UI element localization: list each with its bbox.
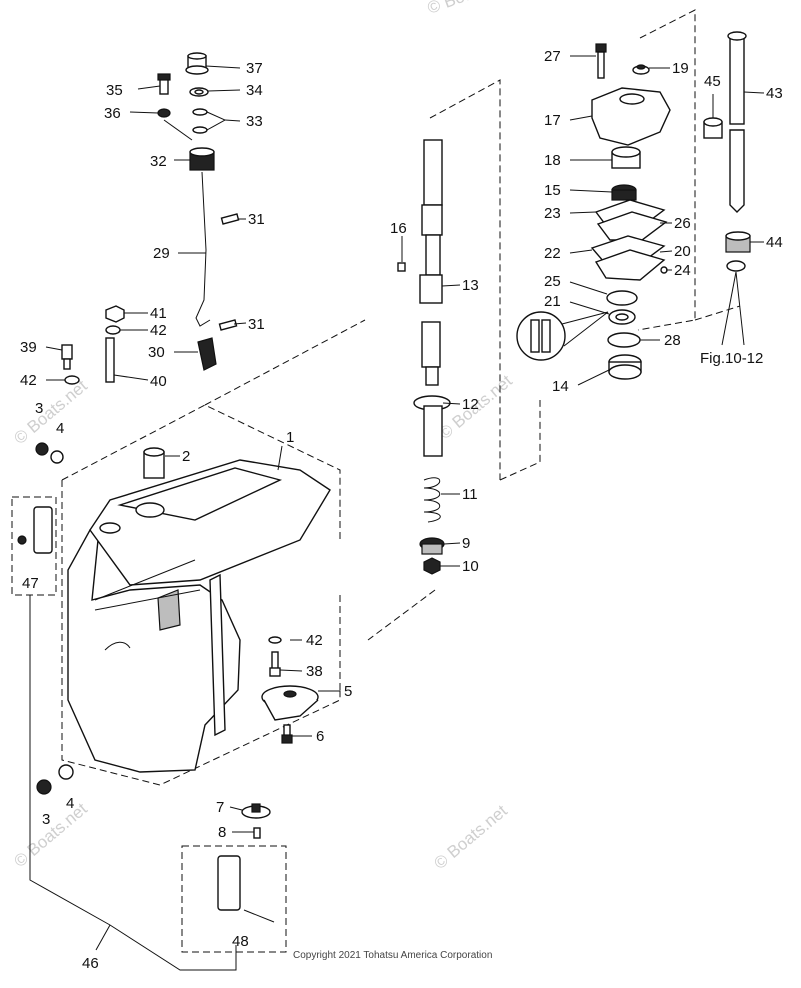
water-pump-assembly	[516, 31, 751, 380]
callout-15: 15	[544, 182, 561, 199]
callout-4b: 4	[66, 795, 74, 812]
callout-48: 48	[232, 933, 249, 950]
callout-14: 14	[552, 378, 569, 395]
callout-labels: 37 34 33 35 36 32 31 29 31 30 41 42 39 4…	[20, 48, 783, 972]
drive-shaft-assembly	[397, 139, 451, 575]
watermark: © Boats.net	[430, 801, 511, 873]
callout-42b: 42	[20, 372, 37, 389]
callout-33: 33	[246, 113, 263, 130]
callout-16: 16	[390, 220, 407, 237]
callout-2: 2	[182, 448, 190, 465]
callout-10: 10	[462, 558, 479, 575]
callout-47: 47	[22, 575, 39, 592]
watermark: © Boats.net	[10, 799, 91, 871]
callout-42c: 42	[306, 632, 323, 649]
callout-25: 25	[544, 273, 561, 290]
callout-30: 30	[148, 344, 165, 361]
callout-26: 26	[674, 215, 691, 232]
callout-22: 22	[544, 245, 561, 262]
callout-32: 32	[150, 153, 167, 170]
callout-29: 29	[153, 245, 170, 262]
callout-8: 8	[218, 824, 226, 841]
callout-39: 39	[20, 339, 37, 356]
callout-21: 21	[544, 293, 561, 310]
callout-27: 27	[544, 48, 561, 65]
callout-5: 5	[344, 683, 352, 700]
lower-hardware	[17, 506, 293, 923]
callout-45: 45	[704, 73, 721, 90]
copyright-text: Copyright 2021 Tohatsu America Corporati…	[293, 950, 492, 961]
callout-6: 6	[316, 728, 324, 745]
callout-17: 17	[544, 112, 561, 129]
callout-18: 18	[544, 152, 561, 169]
callout-34: 34	[246, 82, 263, 99]
dashed-group-outlines	[11, 9, 741, 953]
callout-43: 43	[766, 85, 783, 102]
callout-40: 40	[150, 373, 167, 390]
callout-46: 46	[82, 955, 99, 972]
callout-31a: 31	[248, 211, 265, 228]
callout-1: 1	[286, 429, 294, 446]
part-2-sleeve	[143, 447, 165, 479]
callout-4a: 4	[56, 420, 64, 437]
callout-36: 36	[104, 105, 121, 122]
callout-11: 11	[462, 486, 478, 503]
callout-7: 7	[216, 799, 224, 816]
callout-12: 12	[462, 396, 479, 413]
callout-28: 28	[664, 332, 681, 349]
callout-24: 24	[674, 262, 691, 279]
callout-42a: 42	[150, 322, 167, 339]
watermark: © Boats.net	[425, 0, 515, 18]
callout-9: 9	[462, 535, 470, 552]
callout-44: 44	[766, 234, 783, 251]
callout-19: 19	[672, 60, 689, 77]
callout-13: 13	[462, 277, 479, 294]
callout-41: 41	[150, 305, 167, 322]
callout-23: 23	[544, 205, 561, 222]
callout-3a: 3	[35, 400, 43, 417]
figure-reference: Fig.10-12	[700, 350, 763, 367]
gear-case-housing	[67, 459, 331, 773]
callout-35: 35	[106, 82, 123, 99]
callout-31b: 31	[248, 316, 265, 333]
callout-3b: 3	[42, 811, 50, 828]
leader-lines	[29, 55, 765, 971]
callout-20: 20	[674, 243, 691, 260]
callout-38: 38	[306, 663, 323, 680]
part-5-anode-plate	[261, 685, 319, 721]
callout-37: 37	[246, 60, 263, 77]
